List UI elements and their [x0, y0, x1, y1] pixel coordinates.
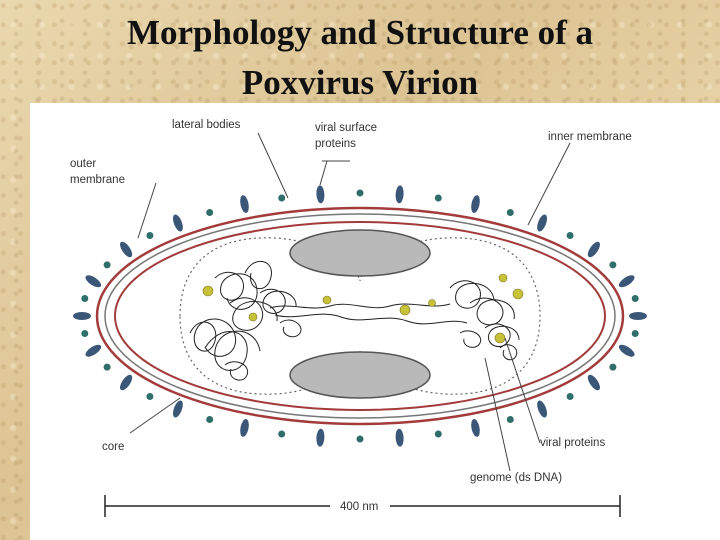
- surface-protein-dot: [146, 232, 154, 239]
- label-outer-membrane-line1: outer: [70, 158, 96, 170]
- core-boundary: [179, 237, 541, 395]
- leader-lines: [129, 132, 571, 472]
- inner-membrane: [114, 221, 606, 411]
- surface-protein-spike: [172, 214, 183, 232]
- viral-protein-dots: [202, 273, 524, 344]
- scale-bar: [104, 495, 621, 517]
- surface-protein-dot: [206, 416, 214, 423]
- label-viral-surface-proteins-line2: proteins: [315, 138, 356, 150]
- label-outer-membrane-line2: membrane: [70, 174, 125, 186]
- surface-protein-dot: [609, 363, 617, 371]
- label-viral-proteins: viral proteins: [540, 437, 605, 449]
- poxvirus-diagram: lateral bodies viral surface proteins in…: [30, 103, 720, 540]
- surface-protein-spike: [618, 275, 635, 288]
- scale-bar-label: 400 nm: [340, 501, 378, 513]
- surface-protein-dot: [506, 416, 514, 423]
- surface-protein-dot: [631, 295, 639, 302]
- surface-protein-dot: [103, 363, 111, 371]
- surface-protein-spike: [240, 419, 249, 437]
- virion-svg: lateral bodies viral surface proteins in…: [70, 119, 647, 517]
- surface-protein-spike: [618, 344, 635, 357]
- surface-protein-spike: [587, 241, 600, 258]
- surface-protein-spike: [120, 241, 133, 258]
- surface-protein-spike: [537, 214, 548, 232]
- surface-protein-spike: [85, 275, 102, 288]
- surface-protein-dot: [146, 393, 154, 400]
- surface-protein-dot: [103, 261, 111, 269]
- surface-protein-dot: [566, 393, 574, 400]
- surface-protein-spike: [471, 195, 480, 213]
- surface-protein-spike: [120, 374, 133, 391]
- viral-surface-proteins: [73, 185, 647, 447]
- slide-title: Morphology and Structure of a Poxvirus V…: [0, 8, 720, 108]
- surface-protein-dot: [434, 194, 442, 202]
- surface-protein-spike: [629, 312, 647, 320]
- surface-protein-dot: [81, 295, 89, 302]
- label-genome: genome (ds DNA): [470, 472, 562, 484]
- surface-protein-dot: [356, 189, 364, 197]
- surface-protein-dot: [434, 430, 442, 438]
- label-inner-membrane: inner membrane: [548, 131, 632, 143]
- surface-protein-dot: [278, 194, 286, 202]
- surface-protein-spike: [172, 400, 183, 418]
- surface-protein-dot: [278, 430, 286, 438]
- surface-protein-spike: [240, 195, 249, 213]
- surface-protein-dot: [81, 330, 89, 337]
- surface-protein-dot: [356, 435, 364, 443]
- label-lateral-bodies: lateral bodies: [172, 119, 241, 131]
- surface-protein-dot: [609, 261, 617, 269]
- slide-title-line-1: Morphology and Structure of a: [126, 13, 594, 52]
- surface-protein-spike: [471, 419, 480, 437]
- surface-protein-spike: [537, 400, 548, 418]
- surface-protein-dot: [206, 209, 214, 216]
- lateral-body-top: [289, 229, 431, 277]
- outer-membrane: [95, 206, 625, 426]
- surface-protein-spike: [395, 185, 404, 204]
- surface-protein-spike: [316, 185, 325, 204]
- outer-membrane-inner-edge: [104, 213, 616, 419]
- slide-title-line-2: Poxvirus Virion: [241, 63, 479, 102]
- label-core: core: [102, 441, 124, 453]
- label-viral-surface-proteins-line1: viral surface: [315, 122, 377, 134]
- surface-protein-dot: [631, 330, 639, 337]
- lateral-body-bottom: [289, 351, 431, 399]
- surface-protein-spike: [395, 428, 404, 447]
- surface-protein-dot: [506, 209, 514, 216]
- surface-protein-dot: [566, 232, 574, 239]
- surface-protein-spike: [587, 374, 600, 391]
- surface-protein-spike: [85, 344, 102, 357]
- surface-protein-spike: [73, 312, 91, 320]
- surface-protein-spike: [316, 428, 325, 447]
